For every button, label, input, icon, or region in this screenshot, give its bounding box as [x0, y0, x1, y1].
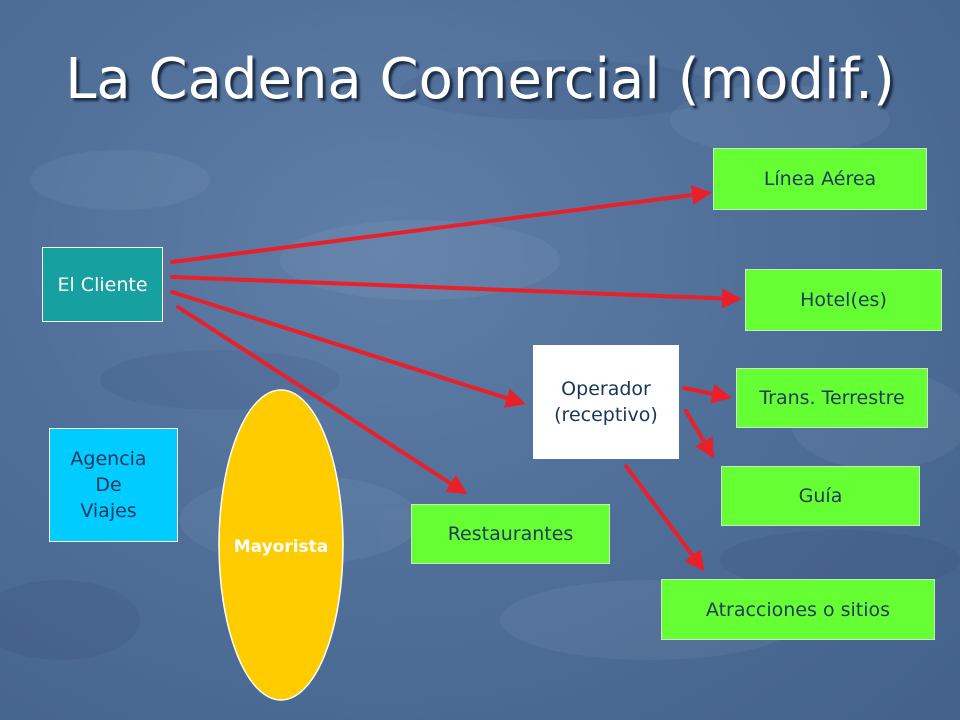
node-guia: Guía	[721, 466, 920, 526]
arrow-cliente-linea-aerea	[170, 185, 712, 264]
node-operador-line1: Operador	[561, 378, 651, 400]
node-linea-aerea: Línea Aérea	[713, 148, 927, 210]
node-trans-terrestre-label: Trans. Terrestre	[759, 387, 905, 409]
node-operador: Operador (receptivo)	[533, 345, 679, 459]
node-agencia: Agencia De Viajes	[49, 428, 178, 542]
node-cliente-label: El Cliente	[57, 273, 148, 296]
arrow-cliente-hoteles	[170, 275, 742, 309]
slide-title: La Cadena Comercial (modif.)	[65, 47, 895, 112]
node-guia-label: Guía	[798, 485, 843, 507]
node-linea-aerea-label: Línea Aérea	[763, 168, 877, 190]
node-agencia-line3: Viajes	[80, 500, 137, 522]
arrow-operador-guia	[684, 409, 715, 459]
arrow-cliente-operador	[170, 290, 526, 408]
node-operador-line2: (receptivo)	[554, 404, 658, 426]
node-restaurantes-label: Restaurantes	[447, 523, 574, 545]
arrow-cliente-restaurantes	[176, 305, 468, 495]
arrow-operador-trans	[682, 383, 732, 404]
node-atracciones: Atracciones o sitios	[661, 579, 935, 640]
node-agencia-line2: De	[95, 474, 122, 496]
mayorista-label: Mayorista	[234, 537, 329, 557]
node-trans-terrestre: Trans. Terrestre	[736, 368, 928, 428]
node-atracciones-label: Atracciones o sitios	[705, 598, 891, 621]
mayorista-ellipse	[218, 389, 344, 701]
node-cliente: El Cliente	[42, 247, 163, 322]
node-hoteles: Hotel(es)	[745, 269, 942, 331]
node-agencia-line1: Agencia	[70, 448, 147, 470]
node-hoteles-label: Hotel(es)	[800, 289, 887, 311]
node-restaurantes: Restaurantes	[411, 504, 610, 564]
arrow-operador-atracciones	[624, 464, 705, 572]
